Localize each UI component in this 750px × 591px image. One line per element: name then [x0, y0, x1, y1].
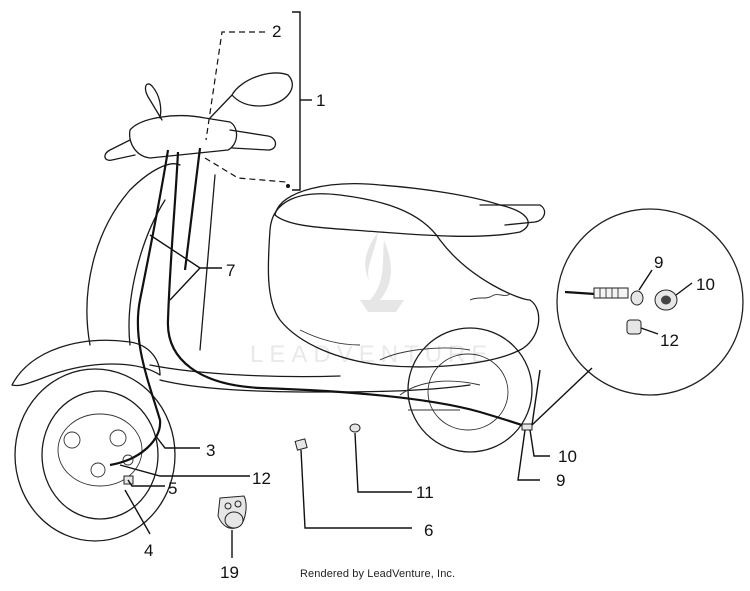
front-brake-cable	[109, 149, 170, 467]
credit-text: Rendered by LeadVenture, Inc.	[300, 568, 456, 580]
detail-circle	[556, 208, 744, 396]
watermark-logo: LEADVENTURE	[250, 232, 487, 368]
callout-10-detail: 10	[696, 275, 715, 294]
rear-brake-cable	[166, 151, 531, 430]
callout-7: 7	[226, 261, 235, 280]
seat	[274, 183, 529, 237]
callout-9-bottom: 9	[556, 471, 565, 490]
callout-12-detail: 12	[660, 331, 679, 350]
part-11	[349, 423, 361, 433]
callout-11: 11	[416, 483, 434, 502]
front-wheel	[14, 368, 176, 542]
callout-3: 3	[206, 441, 215, 460]
callout-9-detail: 9	[654, 253, 663, 272]
headset	[129, 115, 238, 159]
callout-19: 19	[220, 563, 239, 582]
detail-view	[531, 208, 744, 426]
cables	[109, 147, 531, 467]
callout-2: 2	[272, 22, 281, 41]
callout-6: 6	[424, 521, 433, 540]
nut-9	[630, 290, 644, 306]
part-10-small	[521, 423, 533, 431]
part-6	[294, 438, 308, 451]
callout-5: 5	[168, 479, 177, 498]
scooter-drawing	[11, 72, 546, 542]
rear-body	[267, 193, 540, 368]
cable-end	[593, 287, 629, 299]
leader-lines	[119, 11, 693, 558]
callout-1: 1	[316, 91, 325, 110]
callout-10-bottom: 10	[558, 447, 577, 466]
small-parts	[123, 423, 533, 529]
part-12	[626, 319, 642, 335]
callout-labels: 2 1 7 3 12 5 4 19 6 11 9 10 9 10 12	[144, 22, 715, 582]
callout-4: 4	[144, 541, 153, 560]
callout-12-left: 12	[252, 469, 271, 488]
